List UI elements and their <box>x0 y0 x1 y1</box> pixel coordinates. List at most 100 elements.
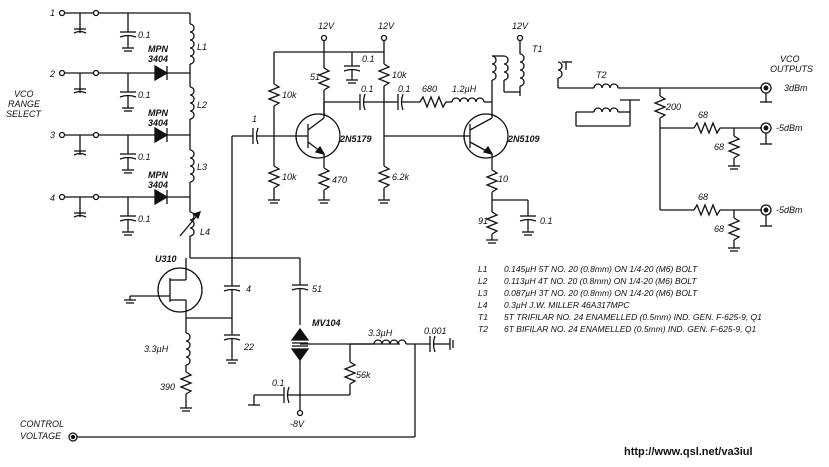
transformer-t2: T2 <box>557 61 660 127</box>
svg-text:10k: 10k <box>282 172 297 182</box>
resistor-91: 91 <box>478 211 499 244</box>
svg-text:4: 4 <box>50 193 55 203</box>
svg-text:OUTPUTS: OUTPUTS <box>770 64 813 74</box>
svg-text:12V: 12V <box>378 21 395 31</box>
cap-0p1-base-q2: 0.1 <box>384 84 420 111</box>
svg-text:0.1: 0.1 <box>540 216 553 226</box>
svg-text:6T BIFILAR NO. 24 ENAMELLED (0: 6T BIFILAR NO. 24 ENAMELLED (0.5mm) IND.… <box>504 324 757 334</box>
transformer-t1: 12V T1 <box>491 21 543 102</box>
svg-text:1: 1 <box>50 8 55 18</box>
transistor-2n5109: 2N5109 <box>463 113 540 170</box>
resistor-10k-bias-bottom: 10k <box>267 165 297 204</box>
cap-select-1: 0.1 <box>119 13 151 52</box>
svg-text:T1: T1 <box>532 44 543 54</box>
svg-text:VCO: VCO <box>780 54 800 64</box>
fet-u310: U310 <box>124 254 300 318</box>
svg-text:3404: 3404 <box>148 180 168 190</box>
svg-text:MPN: MPN <box>148 108 169 118</box>
resistor-470: 470 <box>317 167 347 204</box>
svg-text:L4: L4 <box>200 227 210 237</box>
svg-text:5T TRIFILAR NO. 24 ENAMELLED (: 5T TRIFILAR NO. 24 ENAMELLED (0.5mm) IND… <box>504 312 762 322</box>
svg-text:0.1: 0.1 <box>138 30 151 40</box>
svg-text:T1: T1 <box>478 312 488 322</box>
svg-text:3: 3 <box>50 130 55 140</box>
inductor-1p2uh: 1.2µH <box>451 84 493 118</box>
svg-text:L2: L2 <box>197 100 207 110</box>
cap-coupling-1: 1 <box>231 114 298 258</box>
control-voltage-input[interactable]: CONTROL VOLTAGE <box>20 344 416 442</box>
resistor-200: 200 <box>653 88 694 211</box>
resistor-10: 10 <box>485 169 528 212</box>
svg-text:3404: 3404 <box>148 118 168 128</box>
svg-text:1: 1 <box>252 114 257 124</box>
supply-12v-a: 12V <box>274 21 384 53</box>
svg-text:68: 68 <box>714 142 724 152</box>
note-t1: T1 5T TRIFILAR NO. 24 ENAMELLED (0.5mm) I… <box>478 312 762 322</box>
switch-position-4[interactable]: 4 <box>50 193 155 218</box>
svg-text:L3: L3 <box>478 288 488 298</box>
svg-text:L1: L1 <box>197 42 207 52</box>
svg-text:12V: 12V <box>318 21 335 31</box>
svg-text:3.3µH: 3.3µH <box>368 328 393 338</box>
note-l3: L3 0.087µH 3T NO. 20 (0.8mm) ON 1/4-20 (M… <box>478 288 698 298</box>
svg-text:-8V: -8V <box>290 419 305 429</box>
svg-text:0.1: 0.1 <box>398 84 411 94</box>
diode-mpn3404-2: MPN 3404 <box>148 108 190 144</box>
svg-text:L2: L2 <box>478 276 488 286</box>
output-port-minus5dbm-2[interactable]: 68 68 -5dBm <box>693 192 803 252</box>
inductor-stack: L1 L2 L3 L4 <box>179 13 210 258</box>
cap-0p1-emitter: 0.1 <box>519 200 553 236</box>
svg-text:12V: 12V <box>512 21 529 31</box>
svg-text:68: 68 <box>698 110 708 120</box>
svg-text:6.2k: 6.2k <box>392 172 410 182</box>
svg-text:-5dBm: -5dBm <box>776 123 803 133</box>
output-label: VCO OUTPUTS <box>770 54 813 74</box>
cap-select-3: 0.1 <box>119 135 151 174</box>
svg-text:SELECT: SELECT <box>6 109 43 119</box>
svg-text:0.1: 0.1 <box>362 54 375 64</box>
svg-text:T2: T2 <box>478 324 488 334</box>
svg-text:0.113µH 4T NO. 20 (0.8mm) ON: 0.113µH 4T NO. 20 (0.8mm) ON 1/4-20 (M6)… <box>504 276 697 286</box>
source-choke-3p3uh: 3.3µH 390 <box>144 318 193 412</box>
resistor-51: 51 <box>310 52 331 115</box>
svg-text:L4: L4 <box>478 300 488 310</box>
cap-4: 4 <box>223 258 251 335</box>
switch-position-1[interactable]: 1 <box>50 8 190 34</box>
resistor-10k-bias-top: 10k <box>267 52 297 166</box>
cap-51: 51 <box>291 258 322 325</box>
cap-select-2: 0.1 <box>119 73 151 112</box>
svg-text:0.1: 0.1 <box>361 84 374 94</box>
svg-text:L1: L1 <box>478 264 488 274</box>
output-port-3dbm[interactable]: 3dBm <box>660 82 808 103</box>
svg-text:VOLTAGE: VOLTAGE <box>20 431 62 441</box>
svg-text:68: 68 <box>698 192 708 202</box>
svg-text:CONTROL: CONTROL <box>20 419 64 429</box>
svg-text:470: 470 <box>332 175 347 185</box>
switch-position-2[interactable]: 2 <box>49 69 155 94</box>
transistor-2n5179: 2N5179 <box>295 101 372 168</box>
svg-text:680: 680 <box>422 84 437 94</box>
svg-text:3.3µH: 3.3µH <box>144 344 169 354</box>
switch-position-3[interactable]: 3 <box>50 130 155 156</box>
svg-text:RANGE: RANGE <box>8 99 41 109</box>
svg-text:10k: 10k <box>282 90 297 100</box>
svg-text:0.1: 0.1 <box>138 214 151 224</box>
cap-0p1-interstage: 0.1 <box>359 84 384 111</box>
cap-select-4: 0.1 <box>119 197 151 236</box>
svg-text:1.2µH: 1.2µH <box>452 84 477 94</box>
svg-text:68: 68 <box>714 224 724 234</box>
svg-text:L3: L3 <box>197 162 207 172</box>
output-port-minus5dbm-1[interactable]: 68 68 -5dBm <box>693 110 803 170</box>
svg-text:0.087µH 3T NO. 20 (0.8mm) ON: 0.087µH 3T NO. 20 (0.8mm) ON 1/4-20 (M6)… <box>504 288 698 298</box>
resistor-10k-bias-q2: 10k <box>377 63 470 166</box>
resistor-680: 680 <box>419 84 452 109</box>
diode-mpn3404-1: MPN 3404 <box>148 44 190 82</box>
diode-mpn3404-3: MPN 3404 <box>148 170 190 206</box>
note-t2: T2 6T BIFILAR NO. 24 ENAMELLED (0.5mm) IN… <box>478 324 757 334</box>
svg-text:0.001: 0.001 <box>424 326 447 336</box>
resistor-56k: 56k <box>300 344 371 396</box>
control-choke-3p3uh: 3.3µH <box>350 328 430 345</box>
